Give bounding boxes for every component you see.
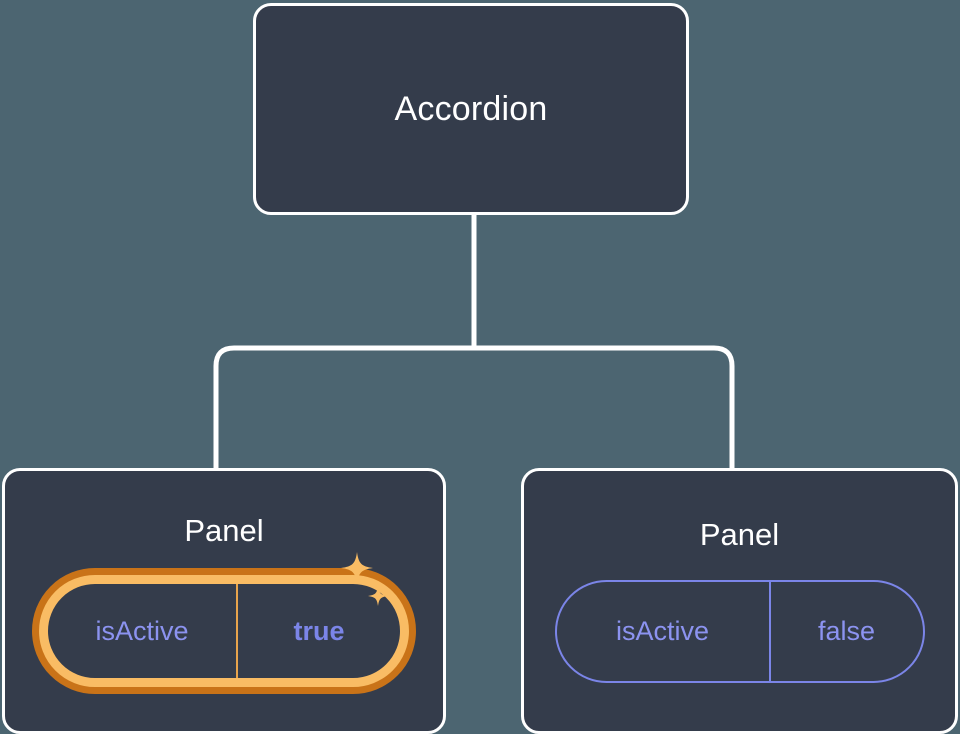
prop-pill-active-outer-ring <box>32 568 416 694</box>
prop-value-isactive-inactive: false <box>817 616 876 646</box>
node-accordion[interactable]: Accordion <box>253 3 689 215</box>
prop-pill-active[interactable]: isActive true <box>39 575 409 687</box>
prop-value-isactive-active: true <box>293 615 345 646</box>
node-panel-active-title: Panel <box>184 513 264 548</box>
prop-pill-inactive[interactable]: isActive false <box>554 580 925 683</box>
node-panel-active[interactable]: Panel isActive true <box>2 468 446 734</box>
prop-pill-active-wrapper[interactable]: isActive true <box>32 552 416 694</box>
prop-key-isactive-inactive: isActive <box>557 582 771 681</box>
prop-key-isactive-active: isActive <box>48 584 238 678</box>
node-panel-inactive[interactable]: Panel isActive false <box>521 468 958 734</box>
node-panel-inactive-title: Panel <box>699 517 780 552</box>
node-accordion-title: Accordion <box>394 89 548 128</box>
